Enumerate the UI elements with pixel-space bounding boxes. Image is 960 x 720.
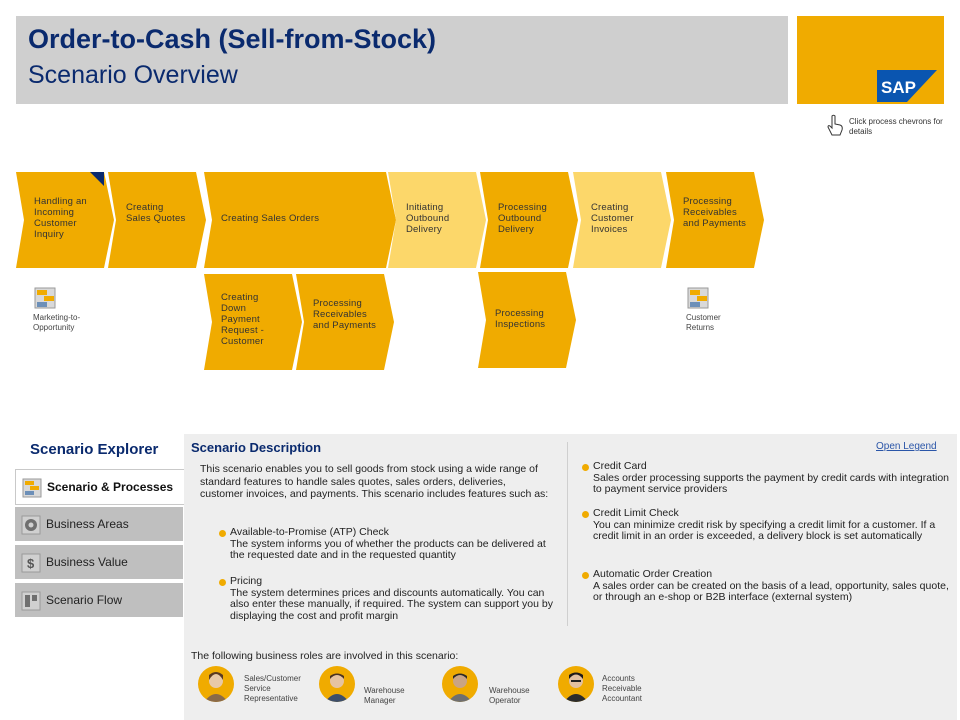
feature-title: Available-to-Promise (ATP) Check — [230, 526, 389, 538]
role-label: Warehouse Operator — [489, 686, 530, 705]
feature-text: A sales order can be created on the basi… — [593, 579, 949, 603]
feature-title: Automatic Order Creation — [593, 568, 713, 580]
business-roles-title: The following business roles are involve… — [191, 650, 459, 662]
page-subtitle: Scenario Overview — [28, 61, 238, 89]
sap-logo-icon: SAP — [877, 70, 937, 102]
hint-text: Click process chevrons for details — [849, 117, 943, 136]
bullet-icon — [219, 579, 226, 586]
feature-item: Automatic Order Creation A sales order c… — [593, 568, 949, 604]
feature-text: The system determines prices and discoun… — [230, 586, 553, 622]
chevron-label: Initiating Outbound Delivery — [406, 202, 450, 235]
chevron-processing-receivables-payments-2[interactable]: Processing Receivables and Payments — [296, 274, 394, 370]
sap-logo-text: SAP — [881, 78, 916, 97]
nav-scenario-processes[interactable]: Scenario & Processes — [15, 469, 185, 505]
scenario-intro-text: This scenario enables you to sell goods … — [200, 463, 549, 500]
svg-text:$: $ — [27, 556, 35, 571]
person-icon — [325, 673, 349, 702]
nav-scenario-flow[interactable]: Scenario Flow — [15, 583, 183, 617]
feature-text: You can minimize credit risk by specifyi… — [593, 518, 936, 542]
header-banner: Order-to-Cash (Sell-from-Stock) Scenario… — [16, 16, 788, 104]
feature-item: Credit Card Sales order processing suppo… — [593, 460, 950, 496]
linked-scenario-icon[interactable] — [34, 287, 56, 309]
nav-label: Scenario Flow — [46, 593, 123, 607]
chevron-initiating-outbound-delivery[interactable]: Initiating Outbound Delivery — [388, 172, 486, 268]
nav-label: Scenario & Processes — [47, 480, 174, 494]
feature-item: Credit Limit Check You can minimize cred… — [593, 507, 949, 543]
chevron-label: Creating Sales Quotes — [126, 202, 186, 224]
chevron-processing-outbound-delivery[interactable]: Processing Outbound Delivery — [480, 172, 578, 268]
page-title: Order-to-Cash (Sell-from-Stock) — [28, 24, 437, 54]
person-icon — [564, 672, 588, 702]
open-legend-link[interactable]: Open Legend — [876, 441, 937, 452]
feature-title: Credit Limit Check — [593, 507, 679, 519]
dollar-icon: $ — [21, 553, 41, 573]
sap-brand-box: SAP — [797, 16, 944, 104]
linked-scenario-label[interactable]: Customer Returns — [686, 313, 721, 332]
bullet-icon — [219, 530, 226, 537]
chevron-label: Creating Sales Orders — [221, 213, 320, 224]
role-label: Sales/Customer Service Representative — [244, 674, 301, 703]
chevron-label: Processing Receivables and Payments — [683, 196, 747, 229]
scenario-description-title: Scenario Description — [191, 440, 322, 455]
column-divider — [567, 442, 568, 626]
nav-business-value[interactable]: $ Business Value — [15, 545, 183, 579]
feature-text: The system informs you of whether the pr… — [230, 537, 546, 561]
chevron-processing-inspections[interactable]: Processing Inspections — [478, 272, 576, 368]
role-label: Warehouse Manager — [364, 686, 405, 705]
chevron-label: Processing Receivables and Payments — [313, 298, 377, 331]
chevron-handling-inquiry[interactable]: Handling an Incoming Customer Inquiry — [16, 172, 114, 268]
nav-label: Business Areas — [46, 517, 129, 531]
feature-item: Pricing The system determines prices and… — [230, 575, 560, 622]
role-avatar[interactable] — [319, 666, 355, 702]
chevron-label: Creating Down Payment Request - Customer — [221, 292, 264, 347]
bullet-icon — [582, 464, 589, 471]
nav-business-areas[interactable]: Business Areas — [15, 507, 183, 541]
person-icon — [448, 673, 472, 702]
feature-item: Available-to-Promise (ATP) Check The sys… — [230, 526, 560, 562]
bullet-icon — [582, 572, 589, 579]
role-avatar[interactable] — [442, 666, 478, 702]
scenario-processes-icon — [22, 478, 42, 498]
bullet-icon — [582, 511, 589, 518]
feature-text: Sales order processing supports the paym… — [593, 471, 950, 495]
scenario-explorer-title: Scenario Explorer — [30, 441, 159, 458]
chevron-label: Processing Outbound Delivery — [498, 202, 547, 235]
linked-scenario-icon[interactable] — [687, 287, 709, 309]
role-label: Accounts Receivable Accountant — [602, 674, 643, 703]
chevron-label: Handling an Incoming Customer Inquiry — [34, 196, 87, 240]
chevron-creating-sales-orders[interactable]: Creating Sales Orders — [204, 172, 396, 268]
chevron-creating-customer-invoices[interactable]: Creating Customer Invoices — [573, 172, 671, 268]
chevron-processing-receivables-payments[interactable]: Processing Receivables and Payments — [666, 172, 764, 268]
scenario-description-panel: Scenario Description Open Legend This sc… — [184, 434, 957, 720]
role-avatar[interactable] — [198, 666, 234, 702]
chevron-creating-sales-quotes[interactable]: Creating Sales Quotes — [108, 172, 206, 268]
chevron-label: Processing Inspections — [495, 308, 546, 330]
chevron-creating-down-payment-request[interactable]: Creating Down Payment Request - Customer — [204, 274, 302, 370]
role-avatar[interactable] — [558, 666, 594, 702]
linked-scenario-label[interactable]: Marketing-to-Opportunity — [33, 313, 81, 332]
hand-pointer-icon — [827, 114, 843, 136]
person-icon — [204, 672, 228, 702]
flow-icon — [21, 591, 41, 611]
feature-title: Pricing — [230, 575, 263, 587]
feature-title: Credit Card — [593, 460, 647, 472]
gear-icon — [21, 515, 41, 535]
nav-label: Business Value — [46, 555, 128, 569]
chevron-label: Creating Customer Invoices — [591, 202, 634, 235]
